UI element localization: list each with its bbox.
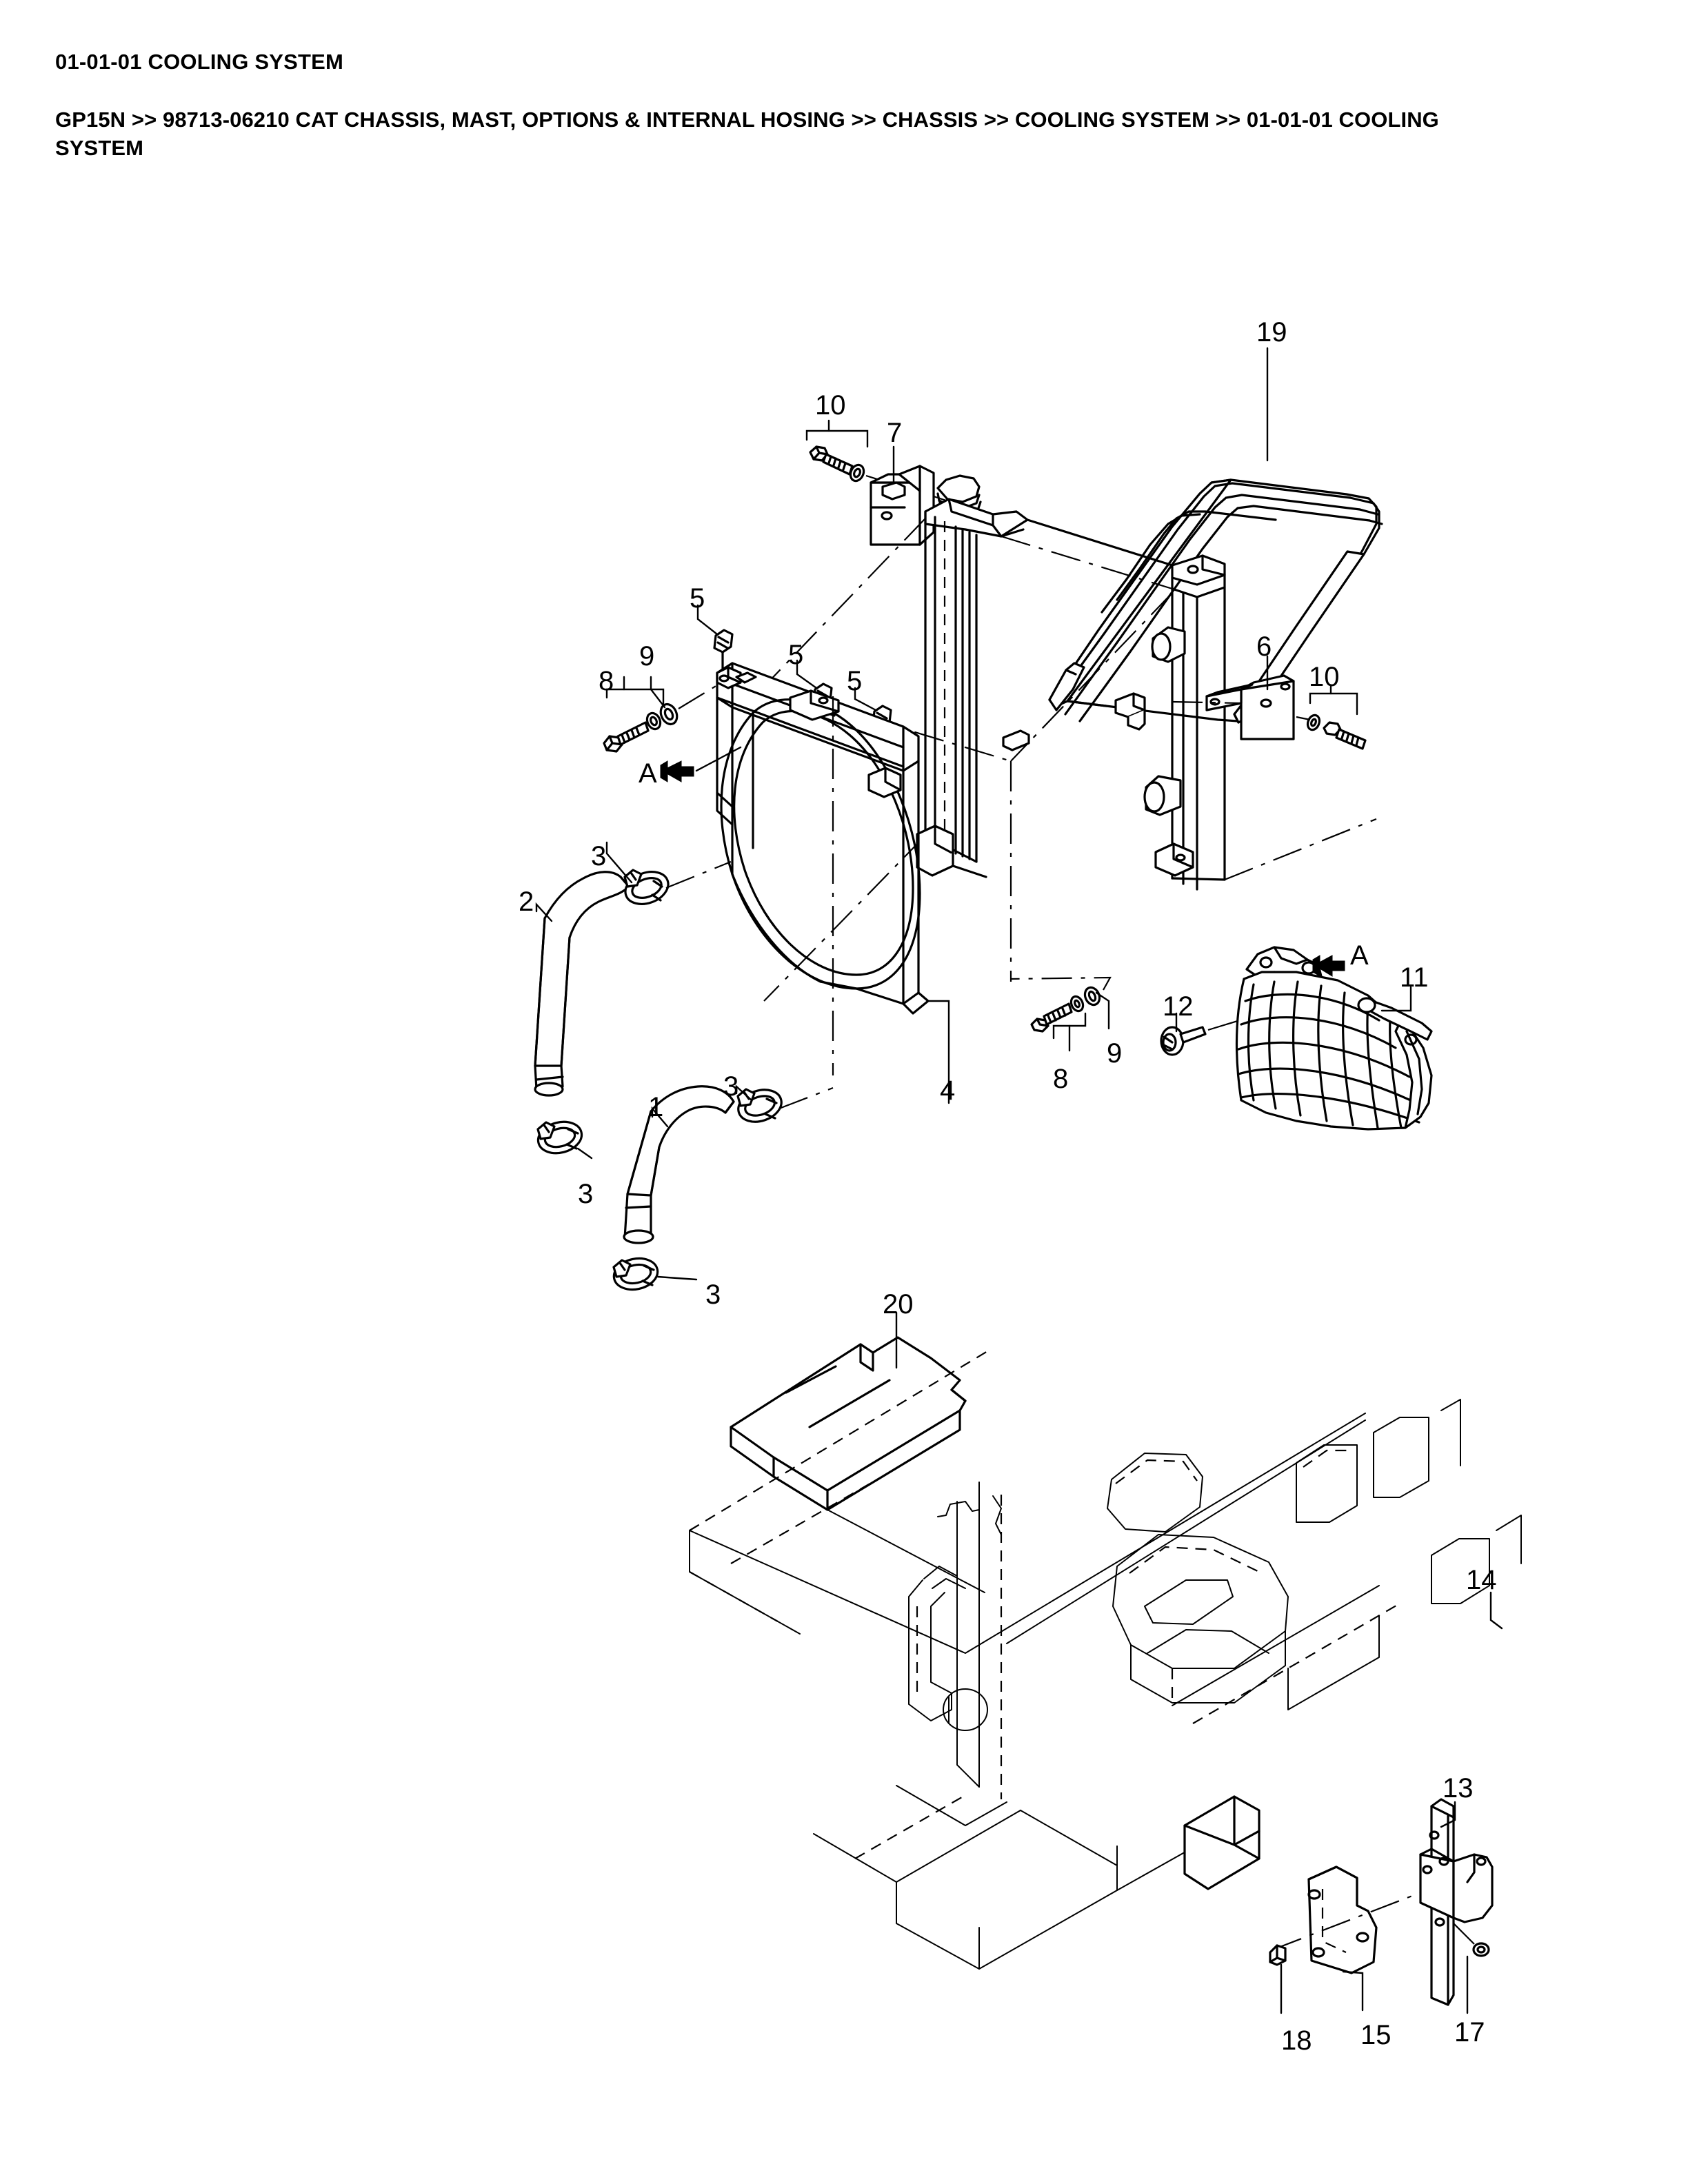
part-3-clamp-bottom (612, 1257, 698, 1291)
callout-11: 11 (1400, 962, 1429, 993)
chassis-lower-assembly (689, 1311, 1522, 2014)
callout-8-right: 8 (1053, 1064, 1069, 1094)
callout-4: 4 (940, 1075, 956, 1106)
view-marker-a-lower: A (1350, 940, 1369, 971)
callout-6: 6 (1256, 631, 1272, 662)
part-13-vertical-plate (1419, 1798, 1494, 2006)
callout-3-low: 3 (705, 1280, 721, 1310)
page-title: 01-01-01 COOLING SYSTEM (55, 50, 344, 74)
callout-3-top: 3 (591, 841, 607, 871)
callout-13: 13 (1443, 1773, 1474, 1803)
part-3-clamp-lower-left (536, 1120, 593, 1160)
part-17-bolt (1453, 1923, 1490, 2014)
page-header: 01-01-01 COOLING SYSTEM GP15N >> 98713-0… (55, 50, 1614, 162)
callout-10-top: 10 (815, 390, 846, 421)
part-8-9-right-fastener-kit (1010, 976, 1112, 1052)
callout-9-left: 9 (639, 641, 655, 671)
callout-3-mid: 3 (723, 1071, 739, 1102)
part-1-lower-hose (623, 1085, 735, 1244)
callout-9-right: 9 (1107, 1038, 1123, 1069)
part-10-top-bolt-kit (805, 419, 915, 492)
part-15-bracket (1272, 1866, 1449, 2012)
radiator-assembly (763, 474, 1377, 1002)
callout-15: 15 (1360, 2020, 1391, 2050)
part-3-clamp-mid (735, 1084, 834, 1123)
part-14-leader (1489, 1591, 1503, 1630)
callout-20: 20 (883, 1289, 914, 1320)
part-2-upper-hose (534, 871, 630, 1097)
part-8-9-left-fastener-kit (603, 676, 718, 753)
callout-2: 2 (519, 887, 534, 917)
view-arrow-a-upper (660, 746, 742, 782)
callout-19: 19 (1256, 317, 1287, 347)
callout-1: 1 (648, 1092, 664, 1122)
part-12-grommet-screw (1160, 1009, 1272, 1056)
part-4-fan-shroud (716, 662, 950, 1104)
callout-5-b: 5 (788, 640, 804, 670)
callout-5-c: 5 (847, 666, 863, 696)
callout-3-lower-left: 3 (578, 1179, 594, 1209)
view-marker-a-upper: A (639, 758, 657, 789)
part-20-floor-plate (730, 1311, 967, 1511)
callout-5-a: 5 (690, 583, 705, 614)
part-10-right-bolt-kit (1296, 685, 1367, 750)
part-18-bolt (1269, 1944, 1287, 2014)
breadcrumb: GP15N >> 98713-06210 CAT CHASSIS, MAST, … (55, 107, 1439, 160)
callout-18: 18 (1281, 2025, 1312, 2056)
part-6-side-bracket (1172, 655, 1295, 740)
callout-17: 17 (1454, 2017, 1485, 2048)
callout-12: 12 (1163, 991, 1194, 1022)
callout-14: 14 (1466, 1565, 1497, 1595)
callout-8-left: 8 (599, 666, 614, 696)
chassis-frame-outline (689, 1351, 1522, 1970)
part-3-clamp-top-left (605, 841, 732, 905)
callout-10-right: 10 (1309, 662, 1340, 692)
callout-7: 7 (887, 418, 903, 448)
part-11-fan-guard (1235, 946, 1433, 1131)
